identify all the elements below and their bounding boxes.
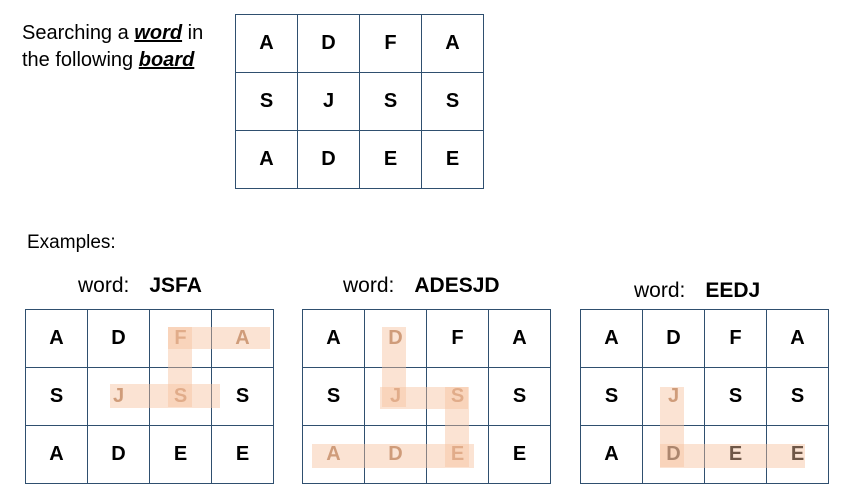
board-cell: F <box>149 309 212 368</box>
board-cell: E <box>426 425 489 484</box>
board-cell: D <box>87 309 150 368</box>
board-cell: A <box>302 309 365 368</box>
board-cell: J <box>642 367 705 426</box>
board-cell: D <box>297 14 360 73</box>
board-cell: E <box>359 130 422 189</box>
example-3-word: EEDJ <box>705 279 761 302</box>
intro-line-1: Searching a word in <box>22 20 203 47</box>
intro-text-part: the following <box>22 49 139 71</box>
board-cell: S <box>25 367 88 426</box>
example-2-word: ADESJD <box>414 274 500 297</box>
board-cell: D <box>642 309 705 368</box>
board-cell: F <box>426 309 489 368</box>
board-cell: E <box>766 425 829 484</box>
word-prefix: word: <box>343 274 395 297</box>
example-2-word-label: word: ADESJD <box>343 274 500 298</box>
board-cell: A <box>580 425 643 484</box>
example-3-word-label: word: EEDJ <box>634 279 760 303</box>
board-cell: F <box>704 309 767 368</box>
board-cell: E <box>149 425 212 484</box>
intro-text: Searching a word in the following board <box>22 20 203 74</box>
board-cell: S <box>211 367 274 426</box>
board-cell: A <box>580 309 643 368</box>
board-cell: A <box>488 309 551 368</box>
board-cell: F <box>359 14 422 73</box>
board-cell: A <box>211 309 274 368</box>
board-cell: S <box>704 367 767 426</box>
intro-board-emphasis: board <box>138 49 195 71</box>
board-cell: S <box>359 72 422 131</box>
intro-text-part: Searching a <box>22 22 135 44</box>
board-cell: E <box>704 425 767 484</box>
board-cell: D <box>642 425 705 484</box>
board-cell: S <box>426 367 489 426</box>
board-cell: S <box>488 367 551 426</box>
intro-text-part: in <box>182 22 204 44</box>
board-cell: J <box>364 367 427 426</box>
word-prefix: word: <box>78 274 130 297</box>
board-cell: E <box>421 130 484 189</box>
intro-line-2: the following board <box>22 47 203 74</box>
main-board: A D F A S J S S A D E E <box>235 14 484 189</box>
board-cell: J <box>297 72 360 131</box>
board-cell: A <box>235 130 298 189</box>
board-cell: A <box>766 309 829 368</box>
board-cell: D <box>364 309 427 368</box>
board-cell: A <box>421 14 484 73</box>
board-cell: J <box>87 367 150 426</box>
board-cell: S <box>149 367 212 426</box>
board-cell: S <box>302 367 365 426</box>
board-cell: S <box>766 367 829 426</box>
board-cell: A <box>235 14 298 73</box>
board-cell: E <box>211 425 274 484</box>
example-1-word-label: word: JSFA <box>78 274 202 298</box>
example-1-word: JSFA <box>149 274 202 297</box>
board-cell: E <box>488 425 551 484</box>
examples-label: Examples: <box>27 232 116 253</box>
board-cell: S <box>580 367 643 426</box>
intro-word-emphasis: word <box>134 22 183 44</box>
board-cell: A <box>25 425 88 484</box>
board-cell: S <box>421 72 484 131</box>
board-cell: D <box>364 425 427 484</box>
word-prefix: word: <box>634 279 686 302</box>
board-cell: D <box>297 130 360 189</box>
board-cell: D <box>87 425 150 484</box>
board-cell: S <box>235 72 298 131</box>
board-cell: A <box>25 309 88 368</box>
board-cell: A <box>302 425 365 484</box>
